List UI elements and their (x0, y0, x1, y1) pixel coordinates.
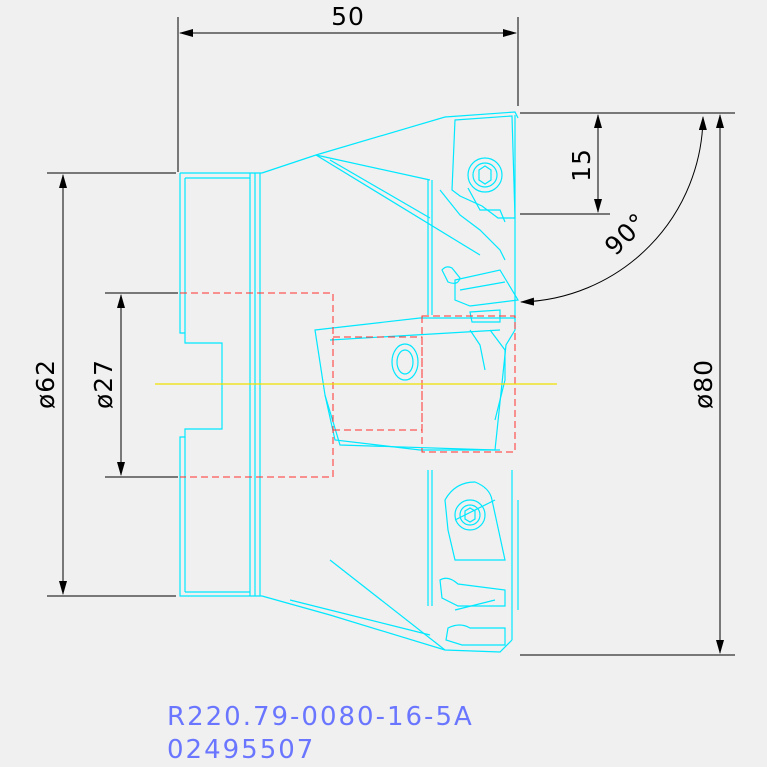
screw-bottom-icon (454, 499, 486, 531)
cutter-outline (179, 111, 519, 653)
dim-angle-label: 90° (599, 207, 653, 261)
screw-top-icon (467, 157, 503, 193)
dim-dia27-label: ø27 (89, 359, 118, 409)
order-number: 02495507 (167, 735, 315, 765)
screw-middle-icon (391, 343, 419, 381)
dimension-lines (47, 17, 735, 656)
dim-dia80-label: ø80 (689, 359, 718, 409)
dim-flank-label: 15 (567, 148, 596, 182)
part-code: R220.79-0080-16-5A (167, 702, 474, 732)
dim-dia62-label: ø62 (31, 359, 60, 409)
dim-width-label: 50 (331, 2, 365, 31)
